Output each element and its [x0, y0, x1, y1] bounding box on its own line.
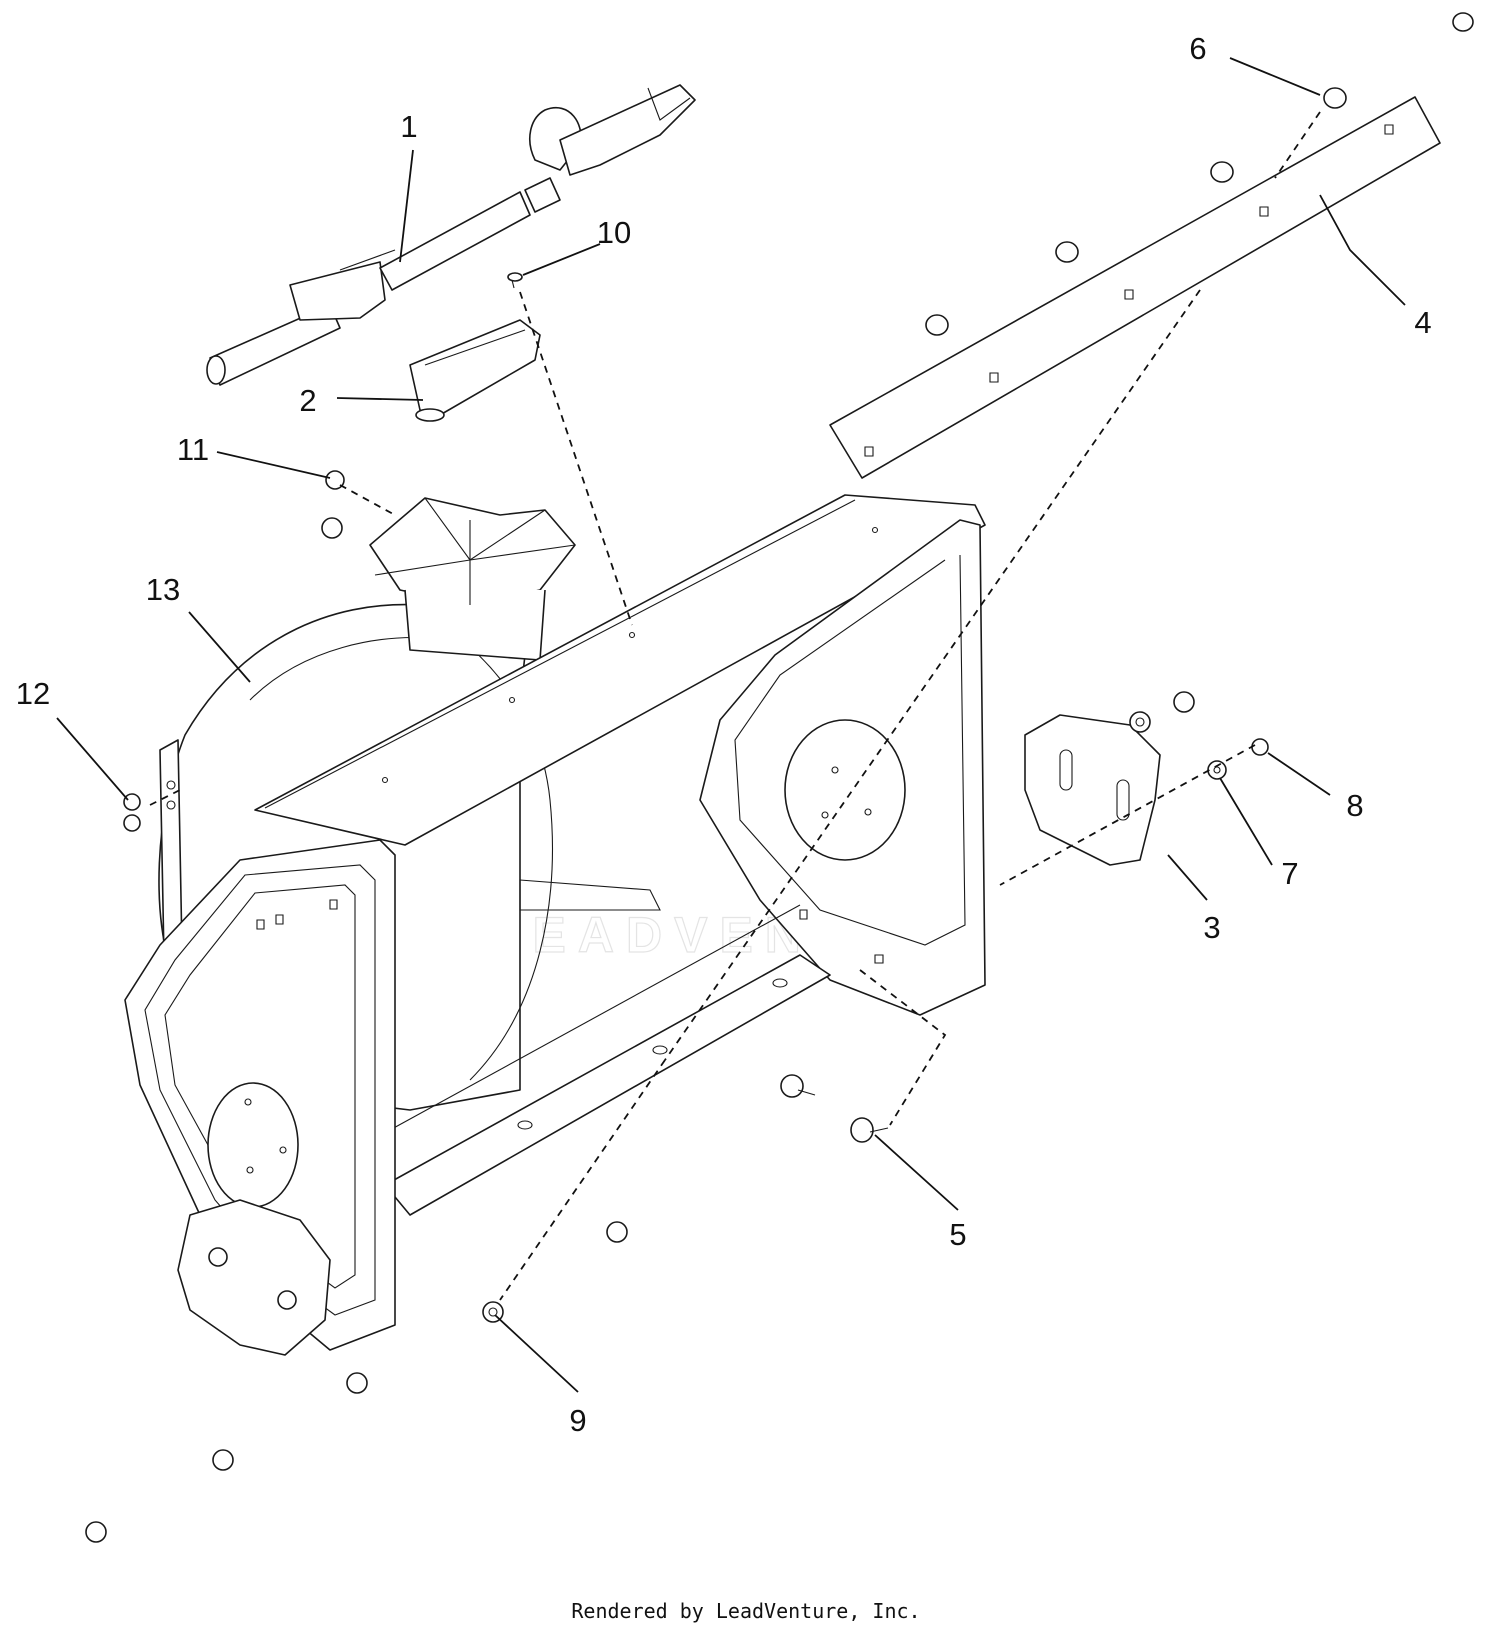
callout-3: 3 — [1203, 910, 1220, 945]
callout-4: 4 — [1414, 305, 1431, 340]
crank-bracket — [410, 320, 540, 421]
chute-crank — [207, 85, 695, 385]
callout-6: 6 — [1189, 31, 1206, 66]
auger-housing-frame — [125, 495, 985, 1355]
hardware-nuts-washers — [86, 471, 1268, 1542]
callout-13: 13 — [146, 572, 180, 607]
callout-12: 12 — [16, 676, 50, 711]
footer-credit: Rendered by LeadVenture, Inc. — [571, 1599, 920, 1623]
callout-5: 5 — [949, 1217, 966, 1252]
callout-labels: 1 2 3 4 5 6 7 8 9 10 11 12 13 — [16, 31, 1432, 1438]
small-pin — [508, 273, 522, 288]
skid-shoe — [1025, 715, 1160, 865]
callout-7: 7 — [1281, 856, 1298, 891]
chute-adapter — [370, 498, 575, 660]
assembly-lines — [150, 112, 1320, 1300]
callout-2: 2 — [299, 383, 316, 418]
callout-11: 11 — [177, 432, 209, 467]
callout-9: 9 — [569, 1403, 586, 1438]
carriage-bolts — [781, 13, 1473, 1142]
callout-10: 10 — [597, 215, 631, 250]
callout-8: 8 — [1346, 788, 1363, 823]
leader-lines — [57, 58, 1405, 1392]
callout-1: 1 — [400, 109, 417, 144]
scraper-bar — [830, 97, 1440, 478]
